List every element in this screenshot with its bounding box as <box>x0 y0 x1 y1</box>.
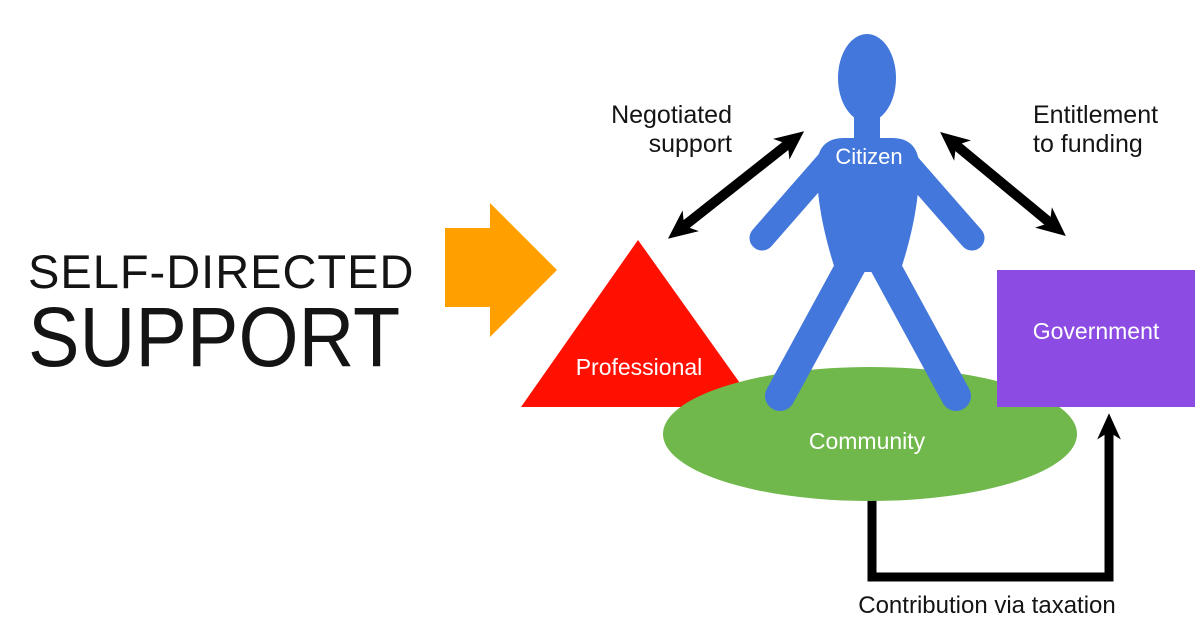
citizen-head <box>838 34 896 122</box>
community-label: Community <box>808 428 926 454</box>
citizen-right-leg <box>868 247 971 411</box>
citizen-label: Citizen <box>835 144 903 169</box>
citizen-torso <box>816 138 920 272</box>
title-line-1: SELF-DIRECTED <box>28 245 415 298</box>
negotiated-support-label: Negotiated support <box>611 101 732 158</box>
transition-right-arrow-icon <box>445 203 557 337</box>
professional-label: Professional <box>575 354 703 380</box>
citizen-person-icon <box>749 34 985 411</box>
page-title: SELF-DIRECTED SUPPORT <box>28 245 433 384</box>
taxation-arrow <box>867 413 1121 582</box>
government-label: Government <box>1032 318 1160 344</box>
professional-triangle <box>521 240 757 407</box>
title-line-2: SUPPORT <box>28 290 401 384</box>
government-rectangle <box>997 270 1195 407</box>
entitlement-to-funding-label: Entitlement to funding <box>1033 101 1159 158</box>
citizen-left-leg <box>765 247 868 411</box>
citizen-neck <box>854 96 880 144</box>
negotiated-support-double-arrow <box>667 131 805 239</box>
contribution-via-taxation-label: Contribution via taxation <box>858 592 1116 619</box>
entitlement-double-arrow <box>940 132 1066 236</box>
